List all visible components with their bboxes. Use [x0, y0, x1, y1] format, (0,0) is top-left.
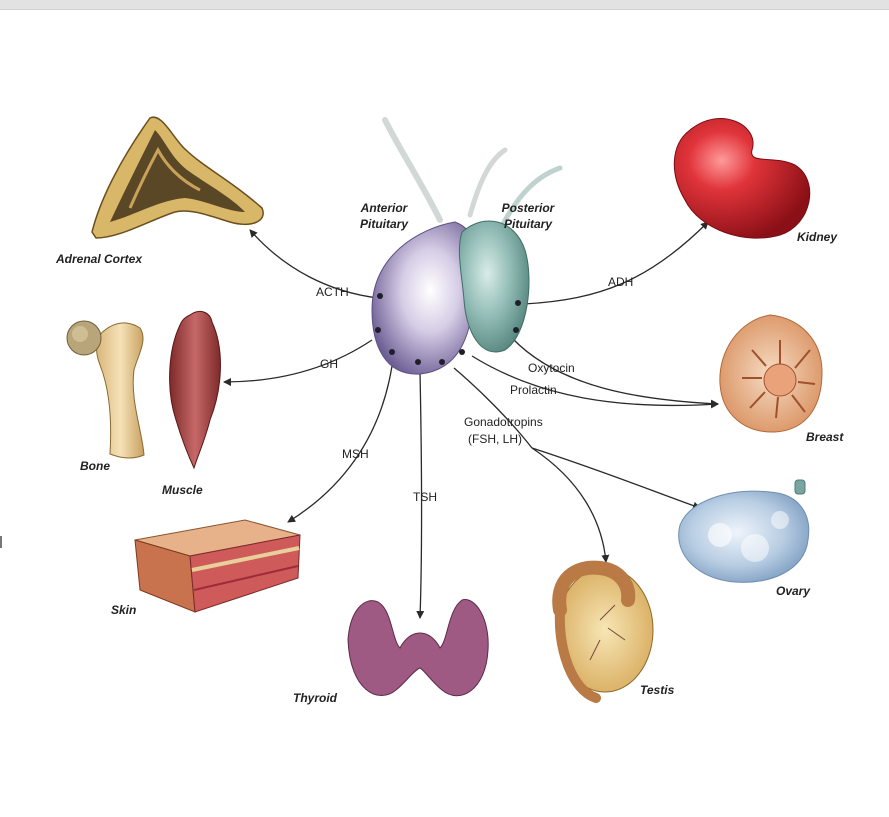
posterior-pituitary-lobe — [458, 220, 530, 353]
adh-label: ADH — [608, 275, 633, 289]
gh-arrow — [223, 339, 373, 386]
testis-illustration — [552, 560, 654, 703]
window-top-bar — [0, 0, 889, 10]
testis-label: Testis — [640, 683, 675, 697]
secretory-dots — [375, 293, 521, 365]
anterior-pituitary-label-line2: Pituitary — [360, 217, 409, 231]
acth-arrow — [249, 229, 379, 299]
bone-illustration — [66, 320, 145, 459]
msh-label: MSH — [342, 447, 369, 461]
posterior-pituitary-label-line2: Pituitary — [504, 217, 553, 231]
thyroid-illustration — [347, 599, 489, 697]
tsh-arrow — [416, 371, 425, 619]
adrenal-cortex-illustration — [91, 116, 264, 239]
tsh-label: TSH — [413, 490, 437, 504]
oxytocin-arrow — [511, 337, 719, 408]
bone-label: Bone — [80, 459, 110, 473]
left-edge-marker — [0, 536, 2, 548]
acth-label: ACTH — [316, 285, 349, 299]
ovary-illustration — [678, 479, 810, 583]
gonadotropins-label-line2: (FSH, LH) — [468, 432, 522, 446]
pituitary-gland — [371, 117, 563, 375]
ovary-label: Ovary — [776, 584, 811, 598]
muscle-label: Muscle — [162, 483, 203, 497]
muscle-illustration — [169, 311, 221, 470]
adrenal-cortex-label: Adrenal Cortex — [55, 252, 143, 266]
prolactin-arrow — [471, 355, 719, 409]
gonadotropins-label-line1: Gonadotropins — [464, 415, 543, 429]
kidney-illustration — [673, 118, 811, 239]
gonadotropins-testis-arrow — [531, 447, 610, 563]
anterior-pituitary-label-line1: Anterior — [360, 201, 409, 215]
gonadotropins-ovary-arrow — [531, 447, 701, 510]
thyroid-label: Thyroid — [293, 691, 338, 705]
gh-label: GH — [320, 357, 338, 371]
prolactin-label: Prolactin — [510, 383, 557, 397]
breast-label: Breast — [806, 430, 844, 444]
posterior-pituitary-label-line1: Posterior — [502, 201, 556, 215]
breast-illustration — [719, 314, 823, 433]
kidney-label: Kidney — [797, 230, 838, 244]
msh-arrow — [287, 365, 393, 523]
oxytocin-label: Oxytocin — [528, 361, 575, 375]
skin-label: Skin — [111, 603, 136, 617]
adh-arrow — [523, 221, 709, 305]
hormone-arrows — [223, 221, 719, 619]
skin-illustration — [134, 519, 301, 613]
gonadotropins-stem — [453, 367, 533, 449]
